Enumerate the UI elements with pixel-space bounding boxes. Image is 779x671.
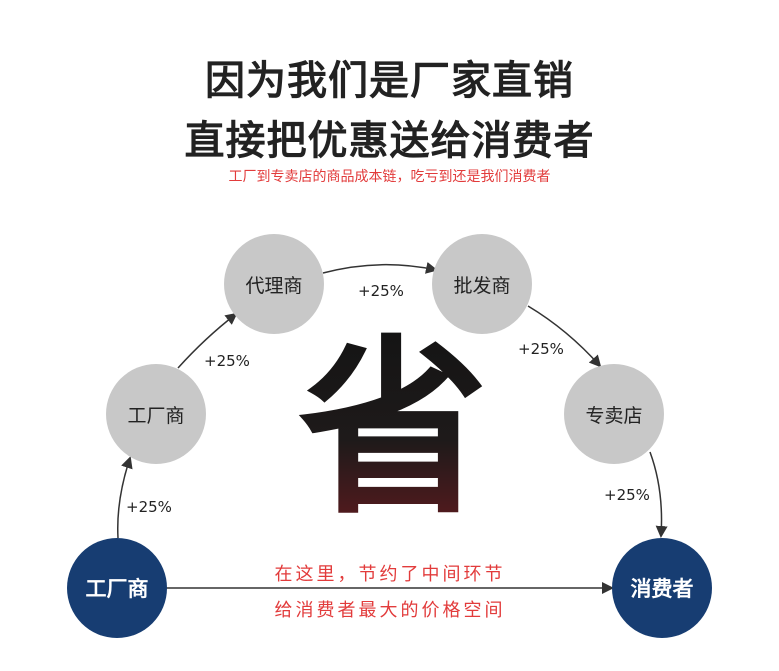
arrow-factory-to-agent xyxy=(177,312,238,369)
arrow-store-to-consumer xyxy=(649,451,668,538)
headline-line-2: 直接把优惠送给消费者 xyxy=(184,118,595,164)
markup-label-1: +25% xyxy=(126,498,172,516)
node-consumer: 消费者 xyxy=(612,538,712,638)
arrow-factory-start-to-factory xyxy=(117,456,133,539)
arrow-wholesaler-to-store xyxy=(527,305,602,368)
node-wholesaler: 批发商 xyxy=(432,234,532,334)
bottom-note-line-2: 给消费者最大的价格空间 xyxy=(274,600,506,621)
node-agent: 代理商 xyxy=(224,234,324,334)
node-store: 专卖店 xyxy=(564,364,664,464)
markup-label-5: +25% xyxy=(604,486,650,504)
headline-line-1: 因为我们是厂家直销 xyxy=(205,58,574,104)
node-factory-start: 工厂商 xyxy=(67,538,167,638)
arrow-agent-to-wholesaler xyxy=(322,262,438,274)
bottom-note-line-1: 在这里，节约了中间环节 xyxy=(274,564,506,585)
markup-label-4: +25% xyxy=(518,340,564,358)
subline: 工厂到专卖店的商品成本链，吃亏到还是我们消费者 xyxy=(228,169,551,185)
node-factory: 工厂商 xyxy=(106,364,206,464)
center-save-character: 省 xyxy=(298,319,489,540)
markup-label-2: +25% xyxy=(204,352,250,370)
markup-label-3: +25% xyxy=(358,282,404,300)
